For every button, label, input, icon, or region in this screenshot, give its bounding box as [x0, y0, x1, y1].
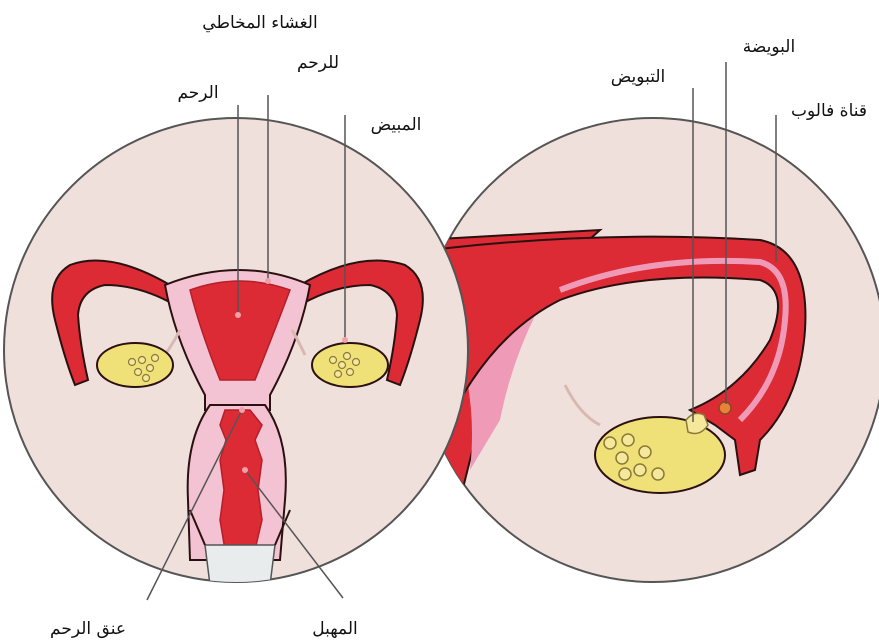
- label-endometrium-line1: الغشاء المخاطي: [202, 13, 317, 33]
- label-ovary: المبيض: [371, 115, 422, 135]
- ovum: [719, 402, 731, 414]
- label-vagina: المهبل: [312, 619, 358, 639]
- label-ovum: البويضة: [743, 37, 795, 57]
- vaginal-opening: [205, 545, 275, 585]
- left-circle-front-view: [4, 118, 468, 585]
- label-uterus: الرحم: [177, 83, 218, 103]
- ovary-right: [312, 343, 388, 387]
- label-endometrium-line2: للرحم: [297, 53, 339, 73]
- right-circle-closeup: [420, 118, 879, 582]
- label-cervix: عنق الرحم: [50, 619, 126, 639]
- label-ovulation: التبويض: [611, 67, 666, 87]
- ovary-left: [97, 343, 173, 387]
- label-fallopian-tube: قناة فالوب: [791, 101, 867, 121]
- vagina-canal: [220, 410, 262, 550]
